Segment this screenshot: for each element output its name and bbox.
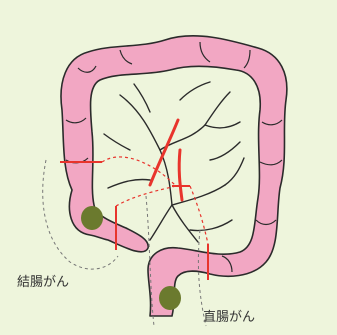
colon-cancer-label: 結腸がん bbox=[17, 276, 69, 289]
colon-tumor bbox=[81, 206, 103, 230]
red-vessels bbox=[150, 120, 182, 200]
rectal-cancer-label: 直腸がん bbox=[203, 311, 255, 324]
blood-vessels bbox=[104, 82, 244, 242]
rectal-tumor bbox=[159, 286, 181, 310]
large-intestine bbox=[61, 36, 287, 316]
colon-body bbox=[61, 36, 287, 316]
